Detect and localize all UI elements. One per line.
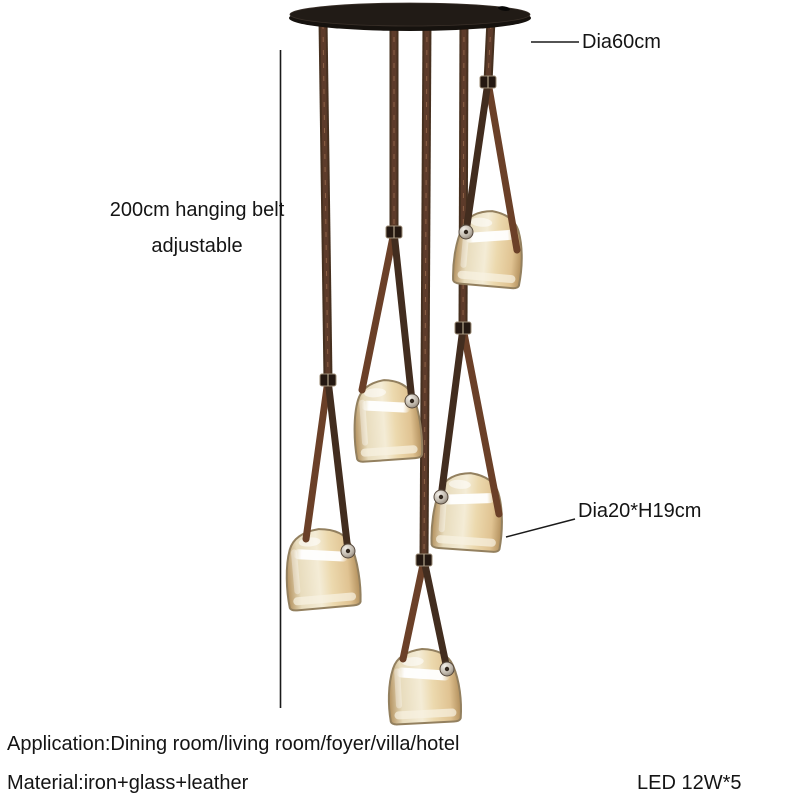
shade-leader-line xyxy=(505,518,576,538)
led-tube xyxy=(361,400,411,413)
led-tube xyxy=(442,493,495,505)
pendant-lamp-4 xyxy=(430,321,503,553)
belt-leg-far xyxy=(399,556,428,663)
canopy-notch xyxy=(498,6,510,11)
belt-buckle xyxy=(479,75,497,89)
belt-leg-far xyxy=(484,78,521,254)
belt-leg-ball xyxy=(437,324,467,501)
belt-buckle xyxy=(415,553,433,567)
belt-buckle xyxy=(454,321,472,335)
belt-buckle xyxy=(385,225,403,239)
belt-length-line1: 200cm hanging belt xyxy=(109,199,285,221)
belt-length-label: 200cm hanging belt adjustable xyxy=(110,192,285,264)
belt-leg-far xyxy=(302,376,332,543)
pendant-lamp-1 xyxy=(452,75,523,290)
canopy-dimension-label: Dia60cm xyxy=(582,31,661,53)
dimension-lines xyxy=(279,41,579,708)
glass-shade xyxy=(387,648,462,726)
belt-length-line2: adjustable xyxy=(151,235,243,257)
led-spec: LED 12W*5 xyxy=(637,772,742,794)
belt-leg-ball xyxy=(324,376,352,555)
application-spec: Application:Dining room/living room/foye… xyxy=(7,733,460,755)
belt-leg-ball xyxy=(390,228,416,405)
shade-dimension-label: Dia20*H19cm xyxy=(578,500,702,522)
ceiling-canopy xyxy=(289,2,531,31)
belt-leg-ball xyxy=(420,556,451,673)
pendant-lamp-5 xyxy=(387,553,462,726)
led-tube xyxy=(293,549,349,562)
pendant-lamp-2 xyxy=(353,225,424,463)
belt-leg-far xyxy=(459,324,503,518)
led-tube xyxy=(465,229,516,243)
hanging-belts xyxy=(318,19,496,561)
belt-buckle xyxy=(319,373,337,387)
belt-leg-far xyxy=(358,228,398,394)
belt-leg-ball xyxy=(462,78,492,236)
pendant-lamp-3 xyxy=(285,373,362,612)
led-tube xyxy=(396,667,451,681)
material-spec: Material:iron+glass+leather xyxy=(7,772,249,794)
